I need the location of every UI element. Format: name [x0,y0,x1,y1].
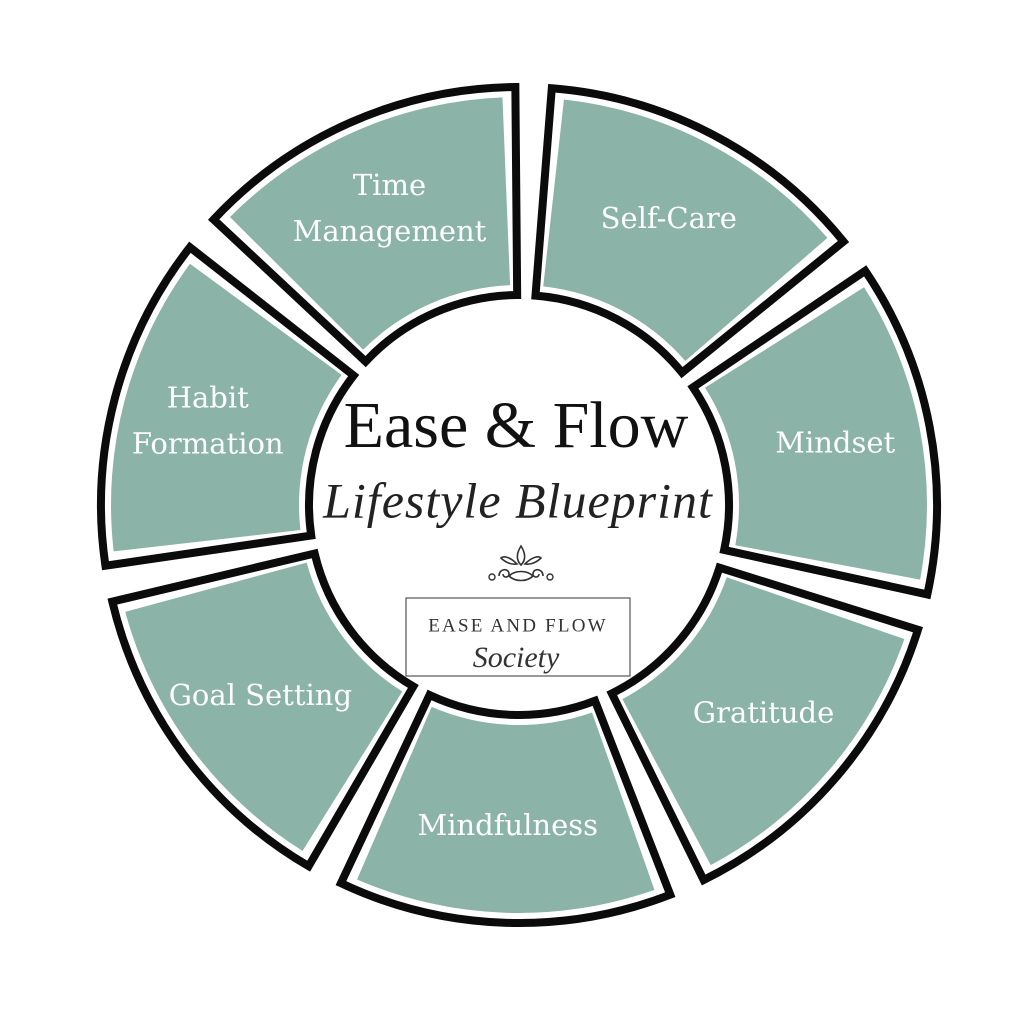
center-subtitle: Lifestyle Blueprint [322,472,713,528]
segment-self-care [543,99,828,361]
segment-goal-setting-label: Goal Setting [169,678,352,712]
segment-mindfulness [357,706,655,913]
segment-label-line: Mindfulness [418,808,599,842]
logo-frame [405,597,631,677]
segment-label-line: Formation [132,426,284,460]
center-group: Ease & Flow Lifestyle Blueprint EASE AND… [322,389,713,677]
segment-label-line: Self-Care [601,201,737,235]
center-title: Ease & Flow [344,389,689,462]
segment-label-line: Habit [167,380,249,414]
segment-gratitude-label: Gratitude [693,695,834,729]
segment-self-care-label: Self-Care [601,201,737,235]
segment-mindfulness-label: Mindfulness [418,808,599,842]
segment-time-management [229,97,511,350]
segment-label-line: Management [293,214,487,248]
lotus-swirl-icon [488,544,554,582]
segment-goal-setting [125,562,403,851]
segment-label-line: Goal Setting [169,678,352,712]
segment-label-line: Gratitude [693,695,834,729]
segment-mindset-label: Mindset [775,425,895,459]
logo-line2: Society [473,641,560,674]
society-logo: EASE AND FLOW Society [405,597,631,677]
segment-label-line: Mindset [775,425,895,459]
segment-mindset [705,287,927,580]
logo-line1: EASE AND FLOW [428,615,608,636]
segment-gratitude [622,577,905,866]
segments-layer [97,82,941,927]
segment-label-line: Time [353,168,426,202]
segment-habit-formation [110,263,342,552]
